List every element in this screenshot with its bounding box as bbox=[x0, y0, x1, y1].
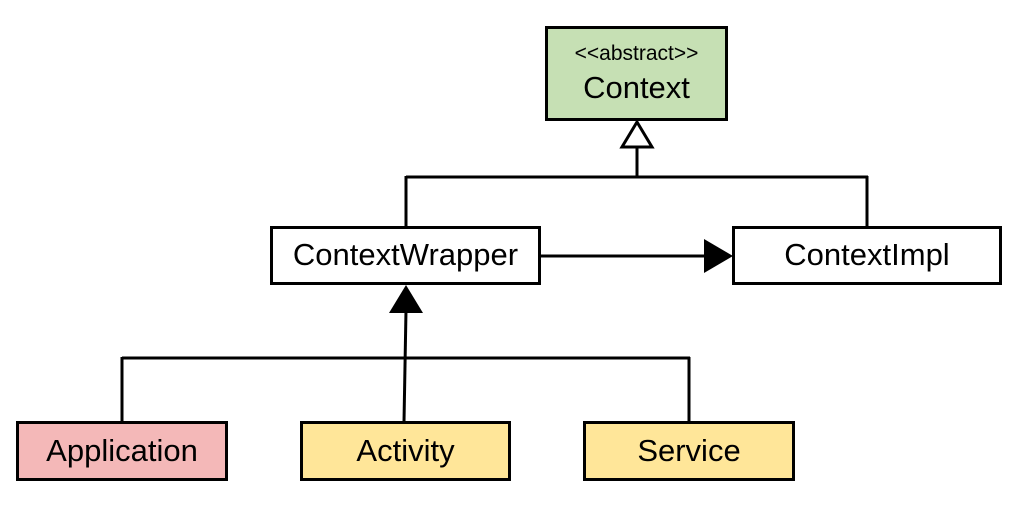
activity-node: Activity bbox=[300, 421, 511, 481]
context-impl-name: ContextImpl bbox=[784, 237, 950, 273]
context-name: Context bbox=[583, 70, 690, 105]
edge-inheritance-wrapper bbox=[120, 309, 691, 423]
service-name: Service bbox=[637, 432, 741, 468]
application-node: Application bbox=[16, 421, 228, 481]
context-node: <<abstract>> Context bbox=[545, 26, 728, 121]
activity-name: Activity bbox=[356, 432, 455, 468]
context-stereotype: <<abstract>> bbox=[574, 41, 699, 65]
filled-arrowhead-up bbox=[389, 285, 423, 313]
context-impl-node: ContextImpl bbox=[732, 226, 1002, 285]
context-wrapper-name: ContextWrapper bbox=[292, 237, 519, 273]
edge-generalization-context bbox=[404, 147, 869, 227]
context-wrapper-node: ContextWrapper bbox=[270, 226, 541, 285]
filled-arrowhead-right bbox=[704, 239, 733, 273]
application-name: Application bbox=[46, 432, 198, 468]
hollow-triangle-arrowhead bbox=[619, 119, 655, 149]
service-node: Service bbox=[583, 421, 795, 481]
connector-activity-stem bbox=[402, 309, 408, 423]
